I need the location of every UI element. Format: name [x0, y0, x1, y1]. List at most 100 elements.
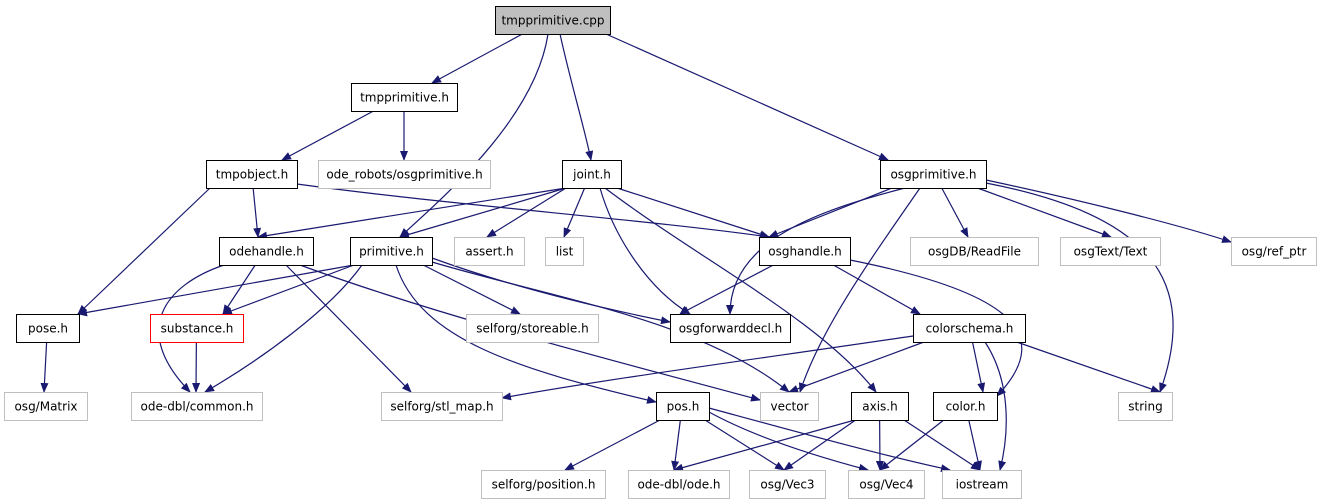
edge-colorschema-h-to-string	[1016, 341, 1161, 393]
node-label: iostream	[956, 478, 1009, 492]
edge-joint-h-to-axis-h	[604, 187, 877, 393]
node-label: joint.h	[572, 168, 611, 182]
node-box	[545, 237, 584, 266]
edge-joint-h-to-primitive-h	[399, 187, 567, 239]
node-label: osg/Matrix	[14, 400, 77, 414]
edge-primitive-h-to-ode-dbl-common-h	[204, 264, 363, 393]
node-box	[318, 160, 491, 189]
edge-tmpprimitive-cpp-to-tmpprimitive-h	[431, 33, 523, 84]
node-osg-ref-ptr: osg/ref_ptr	[1231, 237, 1317, 266]
node-osg-Vec3: osg/Vec3	[749, 470, 826, 499]
node-axis-h[interactable]: axis.h	[851, 392, 909, 421]
node-label: color.h	[946, 400, 986, 414]
edge-odehandle-h-to-substance-h	[222, 264, 256, 315]
node-label: osgprimitive.h	[890, 168, 976, 182]
node-box	[466, 314, 599, 343]
node-substance-h[interactable]: substance.h	[150, 314, 244, 343]
node-label: selforg/stl_map.h	[390, 400, 493, 414]
node-odehandle-h[interactable]: odehandle.h	[219, 237, 314, 266]
edge-odehandle-h-to-ode-dbl-common-h	[158, 264, 225, 393]
node-selforg-stl-map-h: selforg/stl_map.h	[381, 392, 503, 421]
node-box	[848, 470, 925, 499]
node-box	[913, 314, 1026, 343]
node-osg-Vec4: osg/Vec4	[848, 470, 925, 499]
node-label: tmpprimitive.h	[360, 91, 449, 105]
node-box	[562, 160, 622, 189]
node-label: ode-dbl/ode.h	[637, 478, 720, 492]
node-label: vector	[770, 400, 808, 414]
edge-axis-h-to-iostream	[903, 419, 981, 471]
node-osgDB-ReadFile: osgDB/ReadFile	[910, 237, 1039, 266]
node-box	[454, 237, 525, 266]
node-colorschema-h[interactable]: colorschema.h	[913, 314, 1026, 343]
node-label: osgDB/ReadFile	[928, 245, 1021, 259]
edge-osgprimitive-h-to-osgDB-ReadFile	[941, 187, 969, 238]
edge-pos-h-to-osg-Vec4	[708, 411, 869, 472]
node-pos-h[interactable]: pos.h	[656, 392, 710, 421]
node-tmpobject-h[interactable]: tmpobject.h	[206, 160, 298, 189]
node-selforg-storeable-h: selforg/storeable.h	[466, 314, 599, 343]
node-label: pos.h	[667, 400, 700, 414]
node-label: selforg/storeable.h	[476, 322, 588, 336]
edge-tmpobject-h-to-osghandle-h	[296, 183, 770, 240]
node-box	[495, 6, 611, 35]
edges-layer	[40, 33, 1232, 473]
node-label: assert.h	[465, 245, 513, 259]
node-label: osgText/Text	[1074, 245, 1148, 259]
node-osgprimitive-h[interactable]: osgprimitive.h	[880, 160, 987, 189]
node-label: string	[1128, 400, 1162, 414]
node-box	[219, 237, 314, 266]
node-label: primitive.h	[359, 245, 424, 259]
node-box	[933, 392, 998, 421]
node-box	[16, 314, 80, 343]
node-pose-h[interactable]: pose.h	[16, 314, 80, 343]
node-box	[1118, 392, 1173, 421]
edge-colorschema-h-to-color-h	[971, 341, 986, 393]
node-box	[759, 237, 851, 266]
node-box	[760, 392, 819, 421]
node-primitive-h[interactable]: primitive.h	[350, 237, 433, 266]
node-tmpprimitive-h[interactable]: tmpprimitive.h	[351, 83, 458, 112]
node-vector: vector	[760, 392, 819, 421]
node-color-h[interactable]: color.h	[933, 392, 998, 421]
node-box	[656, 392, 710, 421]
node-osghandle-h[interactable]: osghandle.h	[759, 237, 851, 266]
node-box	[381, 392, 503, 421]
edge-pos-h-to-osg-Vec3	[704, 419, 785, 471]
nodes-layer: tmpprimitive.cpp tmpprimitive.h tmpobject.…	[4, 6, 1317, 499]
node-box	[1231, 237, 1317, 266]
edge-osgprimitive-h-to-osg-ref-ptr	[985, 179, 1232, 243]
node-label: colorschema.h	[926, 322, 1014, 336]
node-label: osg/Vec4	[859, 478, 913, 492]
edge-primitive-h-to-substance-h	[222, 264, 355, 315]
node-string: string	[1118, 392, 1173, 421]
edge-tmpprimitive-h-to-tmpobject-h	[281, 110, 374, 161]
node-label: ode-dbl/common.h	[141, 400, 254, 414]
node-ode-dbl-ode-h: ode-dbl/ode.h	[628, 470, 730, 499]
edge-primitive-h-to-pos-h	[395, 264, 657, 404]
edge-pose-h-to-osg-Matrix	[40, 341, 49, 393]
node-osgforwarddecl-h[interactable]: osgforwarddecl.h	[670, 314, 791, 343]
edge-pos-h-to-ode-dbl-ode-h	[671, 419, 681, 471]
edge-joint-h-to-odehandle-h	[257, 187, 567, 240]
edge-osgprimitive-h-to-osgforwarddecl-h	[726, 187, 906, 315]
node-tmpprimitive-cpp[interactable]: tmpprimitive.cpp	[495, 6, 611, 35]
edge-osgprimitive-h-to-osgText-Text	[977, 187, 1112, 238]
edge-pos-h-to-iostream	[708, 407, 951, 473]
edge-tmpprimitive-cpp-to-joint-h	[559, 33, 594, 161]
edge-colorschema-h-to-selforg-stl-map-h	[501, 335, 914, 401]
node-box	[351, 83, 458, 112]
node-box	[4, 392, 88, 421]
node-box	[880, 160, 987, 189]
edge-odehandle-h-to-selforg-stl-map-h	[285, 264, 412, 393]
edge-primitive-h-to-vector	[431, 261, 790, 393]
node-box	[350, 237, 433, 266]
node-box	[481, 470, 606, 499]
node-label: osgforwarddecl.h	[679, 322, 783, 336]
node-joint-h[interactable]: joint.h	[562, 160, 622, 189]
edge-tmpobject-h-to-odehandle-h	[252, 187, 262, 238]
edge-tmpprimitive-cpp-to-primitive-h	[399, 33, 549, 238]
node-label: osghandle.h	[768, 245, 842, 259]
edge-axis-h-to-ode-dbl-ode-h	[673, 419, 856, 472]
node-list: list	[545, 237, 584, 266]
